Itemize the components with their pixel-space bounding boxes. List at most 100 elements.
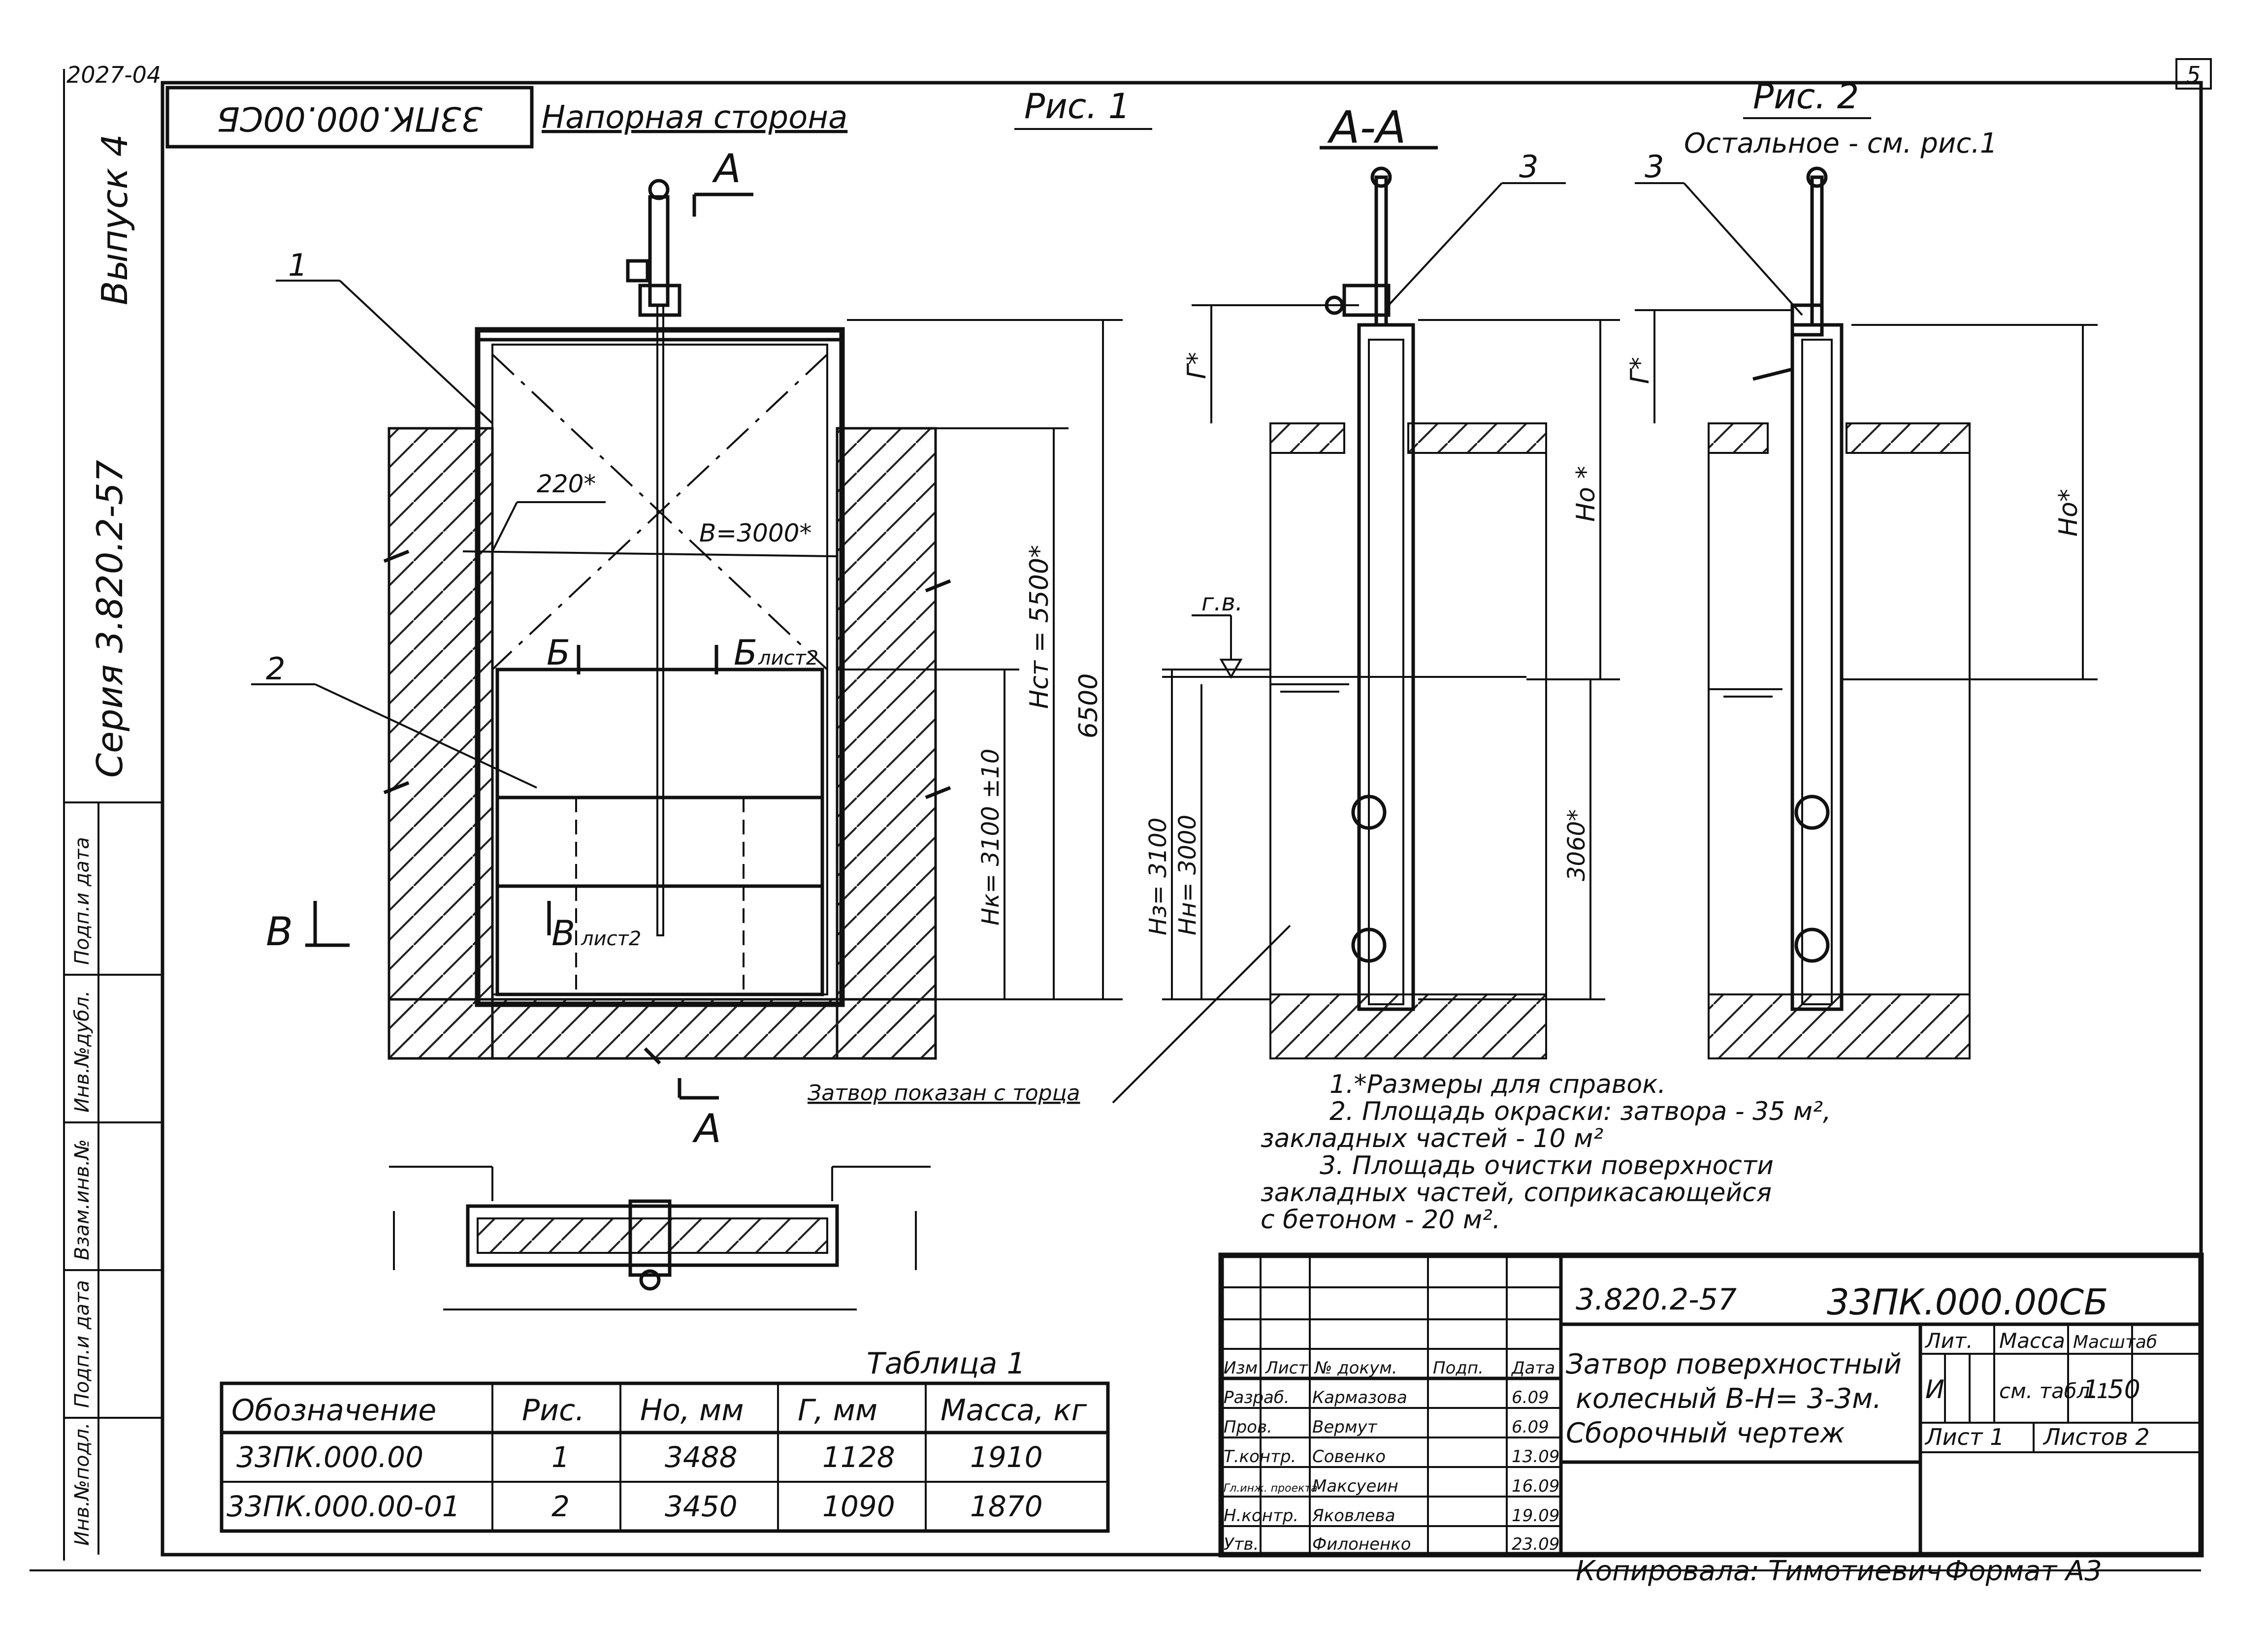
side-col-5: Подп.и дата [71, 837, 94, 965]
table-r2-c4: 1870 [970, 1490, 1043, 1523]
tb-name-1: Вермут [1312, 1417, 1378, 1437]
table-r1-c2: 3488 [665, 1440, 738, 1474]
footer-format: Формат А3 [1945, 1555, 2102, 1587]
view1-heading: Напорная сторона [542, 99, 847, 136]
corner-right-label: 5 [2186, 62, 2201, 88]
tb-title-2: колесный В-Н= 3-3м. [1576, 1383, 1881, 1415]
tb-lit-label: Лит. [1924, 1329, 1973, 1353]
note-2: 2. Площадь окраски: затвора - 35 м², [1329, 1097, 1831, 1126]
table-1-caption: Таблица 1 [867, 1346, 1026, 1381]
tb-hdr-3: Подп. [1433, 1358, 1484, 1378]
stamp-top-text: 33ПК.000.00СБ [217, 99, 483, 138]
aa-dim-hz: Нз= 3100 [1144, 818, 1172, 935]
table-r1-c0: 33ПК.000.00 [236, 1440, 423, 1474]
view-fig2: Рис. 2 Остальное - см. рис.1 3 Г* Но* [1625, 76, 2098, 1059]
section-mark-top: А [712, 146, 741, 192]
section-mark-bottom: А [692, 1106, 721, 1151]
tb-title-1: Затвор поверхностный [1566, 1348, 1902, 1380]
view-front: Напорная сторона Рис. 1 А [251, 86, 1291, 1151]
table-r1-c4: 1910 [970, 1440, 1043, 1474]
sheet-frame [30, 58, 2212, 1571]
tb-lit-value: И [1925, 1375, 1944, 1405]
table-header-4: Масса, кг [940, 1393, 1087, 1428]
note-3c: с бетоном - 20 м². [1261, 1205, 1500, 1235]
side-strip: Серия 3.820.2-57 Выпуск 4 Инв.№подл. Под… [71, 134, 135, 1546]
aa-dim-3060: 3060* [1563, 809, 1590, 881]
tb-date-4: 19.09 [1512, 1506, 1559, 1526]
footer-copied: Копировала: Тимотиевич [1576, 1555, 1942, 1587]
aa-dim-hn: Нн= 3000 [1174, 815, 1201, 935]
tb-role-3: Гл.инж. проекта [1224, 1482, 1318, 1495]
side-col-3: Взам.инв.№ [71, 1139, 94, 1260]
cut-v-sheet: лист2 [581, 927, 641, 950]
table-1: Таблица 1 Обозначение Рис. Но, мм Г, мм … [220, 1346, 1110, 1533]
issue-label: Выпуск 4 [94, 134, 135, 305]
table-r1-c1: 1 [551, 1440, 570, 1474]
item-2-label: 2 [266, 651, 285, 687]
tb-mass-value: см. табл.1 [1999, 1379, 2110, 1403]
cut-v-left: В [266, 909, 293, 955]
title-block: 3.820.2-57 33ПК.000.00СБ Затвор поверхно… [1218, 1252, 2204, 1558]
section-aa-title: А-А [1327, 102, 1406, 154]
tb-hdr-1: Лист [1264, 1358, 1308, 1378]
dim-b-width: B=3000* [699, 519, 811, 547]
tb-mass-label: Масса [1999, 1329, 2065, 1353]
table-r2-c0: 33ПК.000.00-01 [227, 1490, 460, 1523]
tb-role-2: Т.контр. [1224, 1447, 1296, 1467]
tb-date-0: 6.09 [1512, 1388, 1549, 1407]
table-header-2: Но, мм [640, 1393, 744, 1428]
series-label: Серия 3.820.2-57 [89, 460, 130, 778]
tb-code: 3.820.2-57 [1576, 1282, 1737, 1317]
fig2-dim-ho: Но* [2054, 489, 2083, 537]
table-r2-c2: 3450 [665, 1490, 738, 1523]
tb-sheet: Лист 1 [1924, 1424, 2004, 1450]
note-torch: Затвор показан с торца [808, 1081, 1080, 1106]
tb-name-4: Яковлева [1312, 1506, 1395, 1526]
plan-view [389, 1166, 931, 1310]
tb-scale-label: Масштаб [2073, 1332, 2157, 1352]
tb-name-5: Филоненко [1312, 1534, 1411, 1554]
aa-gv: г.в. [1201, 589, 1243, 616]
side-col-4: Инв.№дубл. [71, 990, 94, 1113]
note-1: 1.*Размеры для справок. [1329, 1070, 1666, 1099]
table-header-0: Обозначение [231, 1393, 436, 1428]
item-1-label: 1 [288, 247, 307, 283]
view1-fig: Рис. 1 [1024, 86, 1130, 127]
table-r2-c1: 2 [551, 1490, 570, 1523]
tb-hdr-4: Дата [1511, 1358, 1555, 1378]
aa-dim-ho: Но * [1571, 466, 1601, 522]
tb-role-1: Пров. [1224, 1417, 1272, 1437]
tb-date-3: 16.09 [1512, 1476, 1559, 1496]
cut-b-left: Б [547, 633, 570, 673]
cut-b-right: Б [734, 633, 757, 673]
table-header-3: Г, мм [798, 1393, 877, 1428]
tb-date-1: 6.09 [1512, 1417, 1549, 1437]
dim-6500: 6500 [1074, 673, 1103, 738]
tb-name-3: Максуеин [1312, 1476, 1398, 1496]
tb-hdr-2: № докум. [1314, 1358, 1397, 1378]
tb-date-5: 23.09 [1512, 1534, 1559, 1554]
notes: 1.*Размеры для справок. 2. Площадь окрас… [1261, 1070, 1831, 1235]
tb-role-5: Утв. [1224, 1534, 1259, 1554]
tb-date-2: 13.09 [1512, 1447, 1559, 1467]
view-section-aa: А-А 3 Г* Но * г.в. Нз= [1144, 102, 1620, 1059]
corner-left-label: 2027-04 [66, 62, 161, 88]
tb-sheets: Листов 2 [2042, 1424, 2150, 1450]
aa-dim-g: Г* [1182, 352, 1212, 379]
tb-role-4: Н.контр. [1224, 1506, 1298, 1526]
tb-name-0: Кармазова [1312, 1388, 1407, 1407]
tb-role-0: Разраб. [1224, 1388, 1290, 1407]
table-r2-c3: 1090 [822, 1490, 895, 1523]
fig2-item-3: 3 [1645, 149, 1664, 185]
note-3b: закладных частей, соприкасающейся [1261, 1178, 1772, 1208]
tb-hdr-0: Изм [1224, 1358, 1258, 1378]
fig2-title: Рис. 2 [1753, 76, 1859, 117]
stamp-top: 33ПК.000.00СБ [165, 86, 534, 149]
dim-hst: Нст = 5500* [1025, 545, 1054, 709]
note-2b: закладных частей - 10 м² [1261, 1124, 1603, 1153]
fig2-rest: Остальное - см. рис.1 [1684, 128, 1998, 160]
table-r1-c3: 1128 [822, 1440, 895, 1474]
table-header-1: Рис. [522, 1393, 584, 1428]
side-col-2: Подп.и дата [71, 1280, 94, 1408]
